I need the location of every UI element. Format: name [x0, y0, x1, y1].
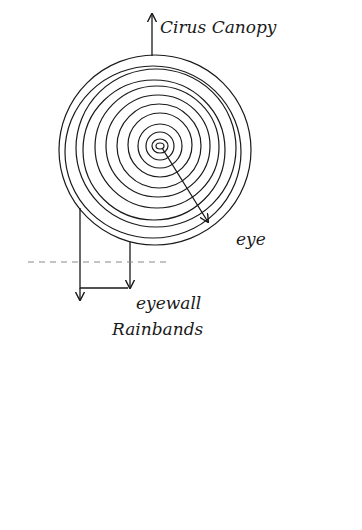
label-text: eye [236, 230, 266, 249]
label-text: Rainbands [112, 320, 203, 339]
spiral-rings [59, 55, 251, 245]
label-text: eyewall [136, 294, 201, 313]
dashed-line [28, 262, 170, 263]
label-text: Cirus Canopy [160, 18, 276, 37]
leader-lines [80, 14, 208, 300]
